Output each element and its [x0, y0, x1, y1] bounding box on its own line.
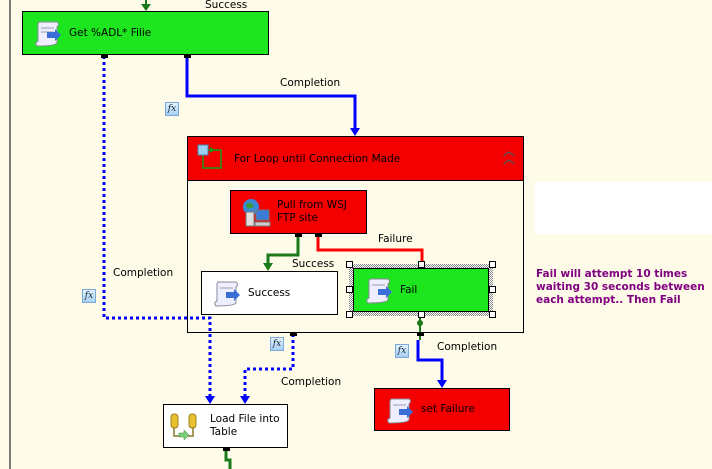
- task-pull-ftp[interactable]: Pull from WSJ FTP site: [230, 190, 367, 234]
- connection-points: [101, 54, 424, 451]
- task-label: Pull from WSJ FTP site: [277, 199, 347, 224]
- resize-handle[interactable]: [346, 311, 353, 318]
- collapse-icon[interactable]: ︿︿: [502, 144, 515, 166]
- task-label: Fail: [400, 283, 418, 296]
- loop-to-setfailure-label: Completion: [437, 341, 498, 353]
- annotation-text: Fail will attempt 10 times waiting 30 se…: [536, 268, 705, 306]
- container-header[interactable]: For Loop until Connection Made ︿︿: [188, 137, 523, 181]
- task-label: set Failure: [421, 403, 475, 415]
- expression-icon[interactable]: fx: [165, 102, 179, 116]
- expression-icon[interactable]: fx: [82, 289, 96, 303]
- blank-annotation-box: [535, 182, 712, 234]
- resize-handle[interactable]: [418, 261, 425, 268]
- container-label: For Loop until Connection Made: [234, 152, 401, 165]
- resize-handle[interactable]: [489, 311, 496, 318]
- task-get-file[interactable]: Get %ADL* Filie: [22, 11, 269, 55]
- pull-failure-constraint[interactable]: [316, 235, 424, 263]
- loop-to-setfailure-constraint[interactable]: [416, 318, 447, 388]
- load-out-constraint[interactable]: [224, 449, 232, 469]
- task-label: Load File into Table: [210, 413, 280, 438]
- get-to-load-label: Completion: [113, 267, 174, 279]
- pull-failure-label: Failure: [378, 233, 413, 245]
- get-to-loop-constraint[interactable]: [185, 56, 360, 136]
- task-success[interactable]: Success: [201, 271, 338, 315]
- script-task-icon: [214, 281, 240, 307]
- get-to-load-constraint[interactable]: [102, 56, 215, 404]
- resize-handle[interactable]: [346, 286, 353, 293]
- script-task-icon: [366, 278, 392, 304]
- get-to-loop-label: Completion: [280, 77, 341, 89]
- pull-success-constraint[interactable]: [263, 235, 300, 271]
- pull-success-label: Success: [292, 258, 335, 270]
- ftp-task-icon: [243, 199, 271, 227]
- resize-handle[interactable]: [489, 286, 496, 293]
- for-loop-icon: [197, 144, 222, 169]
- expression-icon[interactable]: fx: [395, 344, 409, 358]
- task-fail[interactable]: Fail: [353, 268, 489, 312]
- task-label: Get %ADL* Filie: [69, 26, 152, 39]
- script-task-icon: [35, 21, 61, 47]
- resize-handle[interactable]: [489, 261, 496, 268]
- loop-to-load-label: Completion: [281, 376, 342, 388]
- resize-handle[interactable]: [346, 261, 353, 268]
- loop-to-load-constraint[interactable]: [240, 334, 295, 404]
- resize-handle[interactable]: [418, 311, 425, 318]
- task-set-failure[interactable]: set Failure: [374, 388, 510, 431]
- task-label: Success: [248, 286, 291, 299]
- data-flow-task-icon: [170, 413, 197, 441]
- expression-icon[interactable]: fx: [270, 337, 284, 351]
- script-task-icon: [387, 398, 413, 424]
- top-success-constraint[interactable]: [141, 0, 151, 11]
- task-load-file[interactable]: Load File into Table: [163, 404, 288, 448]
- top-success-label: Success: [205, 0, 248, 11]
